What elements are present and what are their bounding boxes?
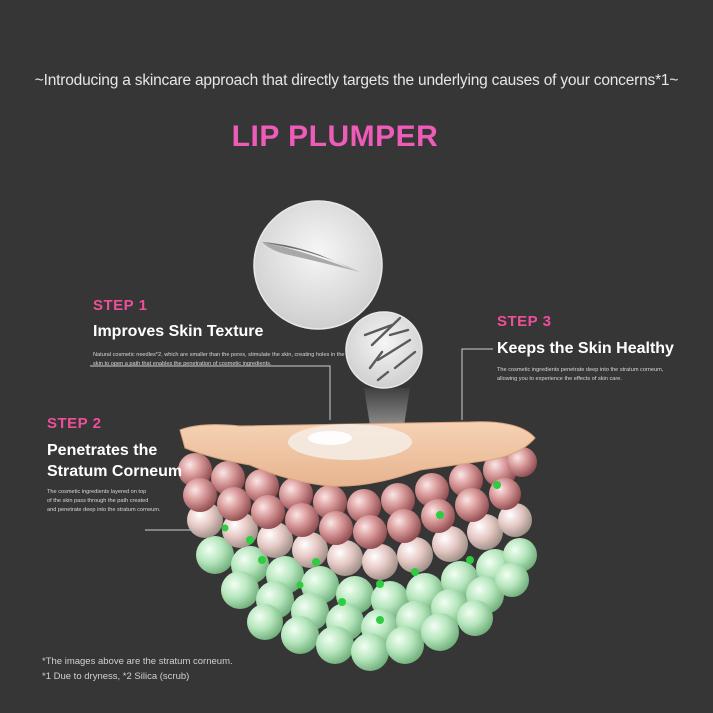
step3-description: The cosmetic ingredients penetrate deep … [497, 366, 687, 384]
step2-title-line2: Stratum Corneum [47, 463, 183, 480]
cell-layers [178, 447, 537, 671]
step3-description-line1: The cosmetic ingredients penetrate deep … [497, 367, 664, 373]
footnote-1: *The images above are the stratum corneu… [42, 656, 233, 667]
step2-title-line1: Penetrates the [47, 442, 158, 459]
intro-tagline: ~Introducing a skincare approach that di… [34, 72, 679, 89]
step2-description: The cosmetic ingredients layered on top … [47, 488, 197, 515]
step1-title: Improves Skin Texture [93, 323, 264, 340]
step1-connector-line [90, 365, 331, 420]
step2-description-line3: and penetrate deep into the stratum corn… [47, 507, 161, 513]
step3-connector-line [461, 348, 493, 420]
footnotes: *The images above are the stratum corneu… [42, 654, 233, 684]
step2-description-line1: The cosmetic ingredients layered on top [47, 489, 147, 495]
step1-description: Natural cosmetic needles*2, which are sm… [93, 352, 345, 367]
product-title: LIP PLUMPER [231, 120, 439, 153]
needle-magnified-circle [253, 200, 383, 330]
step3-description-line2: allowing you to experience the effects o… [497, 376, 622, 382]
step1-label: STEP 1 [93, 297, 148, 314]
step2-description-line2: of the skin pass through the path create… [47, 498, 149, 504]
step3-title: Keeps the Skin Healthy [497, 340, 674, 357]
ingredient-pool [288, 424, 412, 460]
particles-magnified-circle [345, 311, 423, 389]
footnote-2: *1 Due to dryness, *2 Silica (scrub) [42, 671, 190, 682]
step2-label: STEP 2 [47, 415, 102, 432]
step2-title: Penetrates the Stratum Corneum [47, 440, 217, 482]
step3-label: STEP 3 [497, 313, 552, 330]
